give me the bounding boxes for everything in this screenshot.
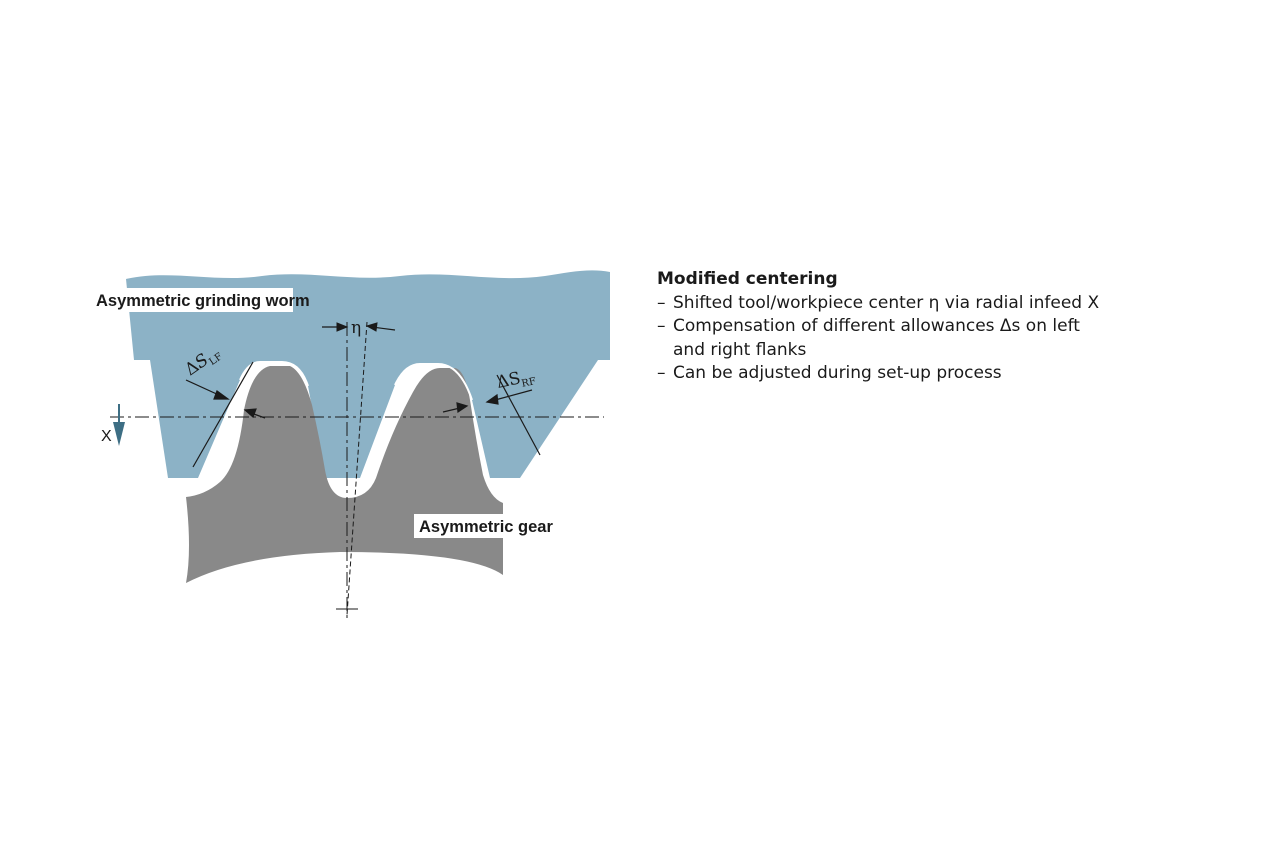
infeed-x-label: X: [101, 428, 112, 445]
delta-lf-arrows: [185, 379, 266, 419]
center-axes: [110, 321, 604, 620]
notes-panel: Modified centering Shifted tool/workpiec…: [657, 268, 1117, 386]
list-item: Can be adjusted during set-up process: [657, 362, 1117, 386]
notes-heading: Modified centering: [657, 269, 838, 289]
allowance-lines: [192, 361, 541, 468]
flank-clearance: [239, 361, 473, 401]
grinding-worm-body: [126, 270, 610, 478]
notes-list: Shifted tool/workpiece center η via radi…: [657, 292, 1117, 386]
infeed-x-arrow-icon: [113, 404, 125, 446]
worm-label-box: [91, 288, 293, 312]
eta-symbol: η: [351, 318, 361, 338]
list-item: Compensation of different allowances Δs …: [657, 315, 1117, 362]
list-item: Shifted tool/workpiece center η via radi…: [657, 292, 1117, 316]
delta-rf-arrows: [442, 389, 533, 414]
gear-label: Asymmetric gear: [419, 518, 553, 536]
delta-rf-label: ΔSRF: [495, 365, 537, 395]
gear-label-box: [414, 514, 542, 538]
worm-label: Asymmetric grinding worm: [96, 292, 310, 310]
eta-dimension: [322, 322, 396, 332]
